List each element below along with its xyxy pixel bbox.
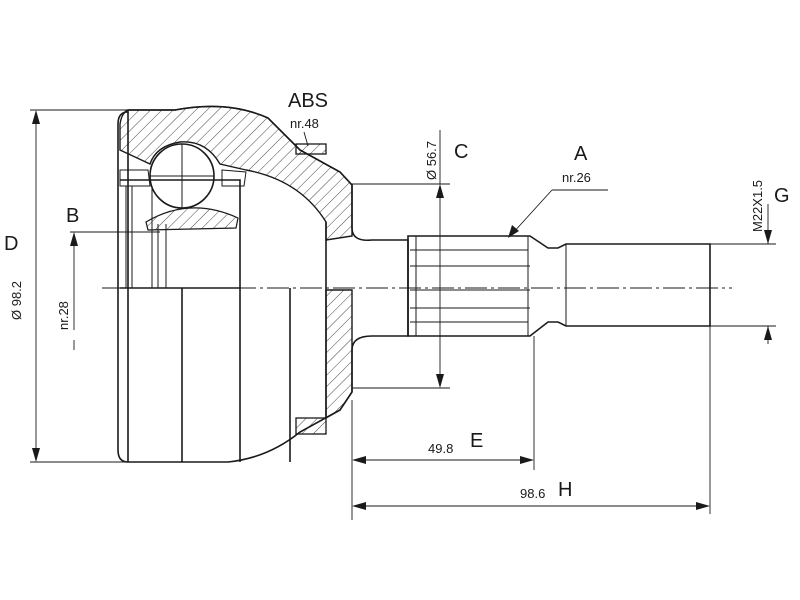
dimension-h: [352, 326, 711, 514]
label-b-count: nr.28: [56, 301, 71, 330]
label-b: B: [66, 205, 79, 227]
dimension-e-value: 49.8: [428, 441, 453, 456]
dimension-e: [351, 336, 535, 520]
a-leader: [508, 189, 608, 238]
label-d: D: [4, 233, 18, 255]
label-h: H: [558, 479, 572, 501]
joint-housing: [117, 105, 409, 463]
label-e: E: [470, 430, 483, 452]
dimension-g-value: M22X1.5: [750, 180, 765, 232]
dimension-c-value: Ø 56.7: [424, 141, 439, 180]
dimension-d-value: Ø 98.2: [9, 281, 24, 320]
label-c: C: [454, 141, 468, 163]
label-a-count: nr.26: [562, 170, 591, 185]
label-a: A: [574, 143, 588, 165]
abs-leader: [303, 131, 309, 147]
dimension-b: [70, 231, 160, 350]
dimension-d: [30, 109, 128, 463]
label-g: G: [774, 185, 790, 207]
dimension-g: [710, 204, 776, 344]
splined-shaft: [407, 235, 711, 337]
dimension-h-value: 98.6: [520, 486, 545, 501]
dimension-c: [352, 130, 450, 389]
label-abs: ABS: [288, 90, 328, 112]
label-abs-count: nr.48: [290, 116, 319, 131]
